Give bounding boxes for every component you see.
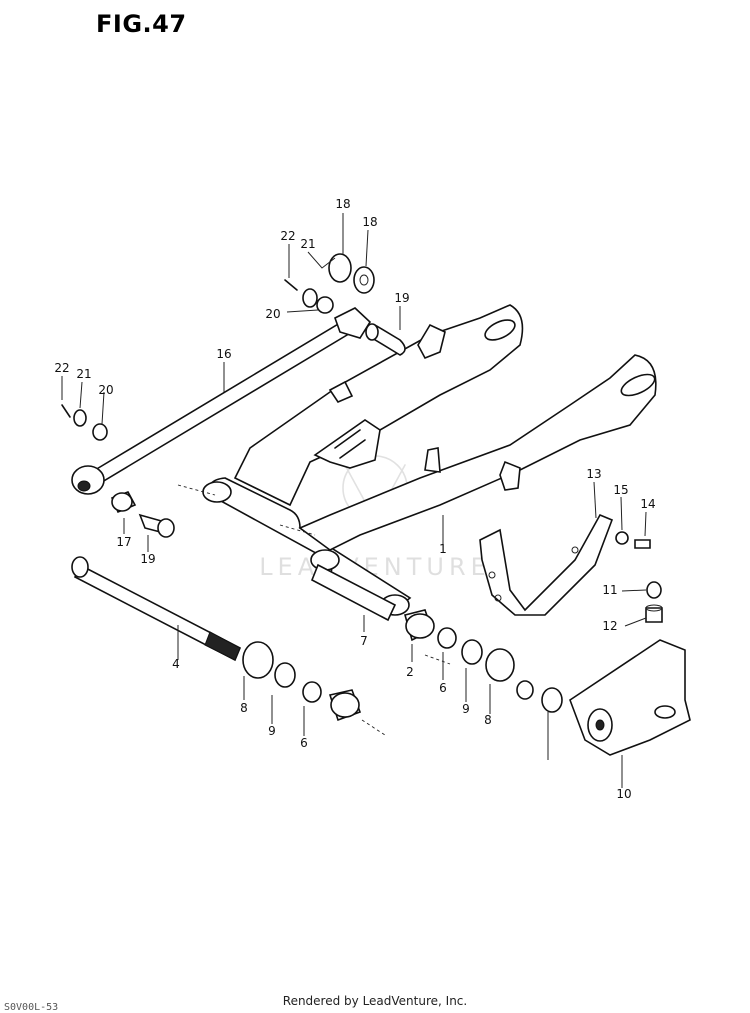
- callout-12: 12: [602, 619, 617, 633]
- washer-15: [615, 531, 629, 545]
- cap-8a: [485, 648, 515, 682]
- seal-6a: [437, 627, 457, 649]
- upper-hardware: [284, 253, 406, 356]
- cap-8b: [242, 641, 274, 679]
- pin-22b: [61, 404, 71, 418]
- pivot-shaft: [71, 556, 242, 662]
- nut-21a: [302, 288, 318, 308]
- bearings-spacers: [242, 563, 563, 722]
- swing-arm: [177, 304, 657, 616]
- chain-guide: [479, 513, 663, 623]
- callout-1: 1: [439, 542, 447, 556]
- callout-22: 22: [280, 229, 295, 243]
- figure-code: S0V00L-53: [4, 1002, 59, 1013]
- callout-15: 15: [613, 483, 628, 497]
- callout-8: 8: [240, 701, 248, 715]
- callout-19: 19: [140, 552, 155, 566]
- callout-19: 19: [394, 291, 409, 305]
- callout-21: 21: [300, 237, 315, 251]
- bracket-10: [569, 639, 691, 756]
- bushing-18a: [328, 253, 352, 283]
- washer-9a: [461, 639, 483, 665]
- bolt-19a: [371, 323, 406, 356]
- washer-18b: [353, 266, 375, 294]
- callout-9: 9: [268, 724, 276, 738]
- footer-credit: Rendered by LeadVenture, Inc.: [282, 994, 468, 1008]
- callout-20: 20: [265, 307, 280, 321]
- callout-16: 16: [216, 347, 231, 361]
- callout-8: 8: [484, 713, 492, 727]
- leader-lines: [61, 213, 647, 788]
- callout-13: 13: [586, 467, 601, 481]
- callout-14: 14: [640, 497, 655, 511]
- collar-12: [645, 607, 663, 623]
- callout-11: 11: [602, 583, 617, 597]
- bolt-11: [646, 581, 662, 599]
- pin-22a: [284, 279, 298, 291]
- bolt-14: [634, 539, 651, 549]
- callout-22: 22: [54, 361, 69, 375]
- callout-20: 20: [98, 383, 113, 397]
- callout-4: 4: [172, 657, 180, 671]
- callout-7: 7: [360, 634, 368, 648]
- washer-20b: [92, 423, 108, 441]
- figure-title: FIG.47: [96, 10, 187, 38]
- callout-18: 18: [362, 215, 377, 229]
- callout-6: 6: [300, 736, 308, 750]
- callout-9: 9: [462, 702, 470, 716]
- spacer-7: [310, 563, 397, 622]
- callout-21: 21: [76, 367, 91, 381]
- seal-6b: [302, 681, 322, 703]
- callout-6: 6: [439, 681, 447, 695]
- torque-rod: [71, 307, 372, 495]
- nut-21b: [73, 409, 87, 427]
- callout-18: 18: [335, 197, 350, 211]
- callout-17: 17: [116, 535, 131, 549]
- callouts: 18 18 22 21 20 19 16 22 21 20 17 19 13 1…: [54, 197, 655, 801]
- callout-10: 10: [616, 787, 631, 801]
- callout-2: 2: [406, 665, 414, 679]
- washer-9b: [274, 662, 296, 688]
- left-hardware: [61, 404, 175, 538]
- washer-20a: [316, 296, 334, 314]
